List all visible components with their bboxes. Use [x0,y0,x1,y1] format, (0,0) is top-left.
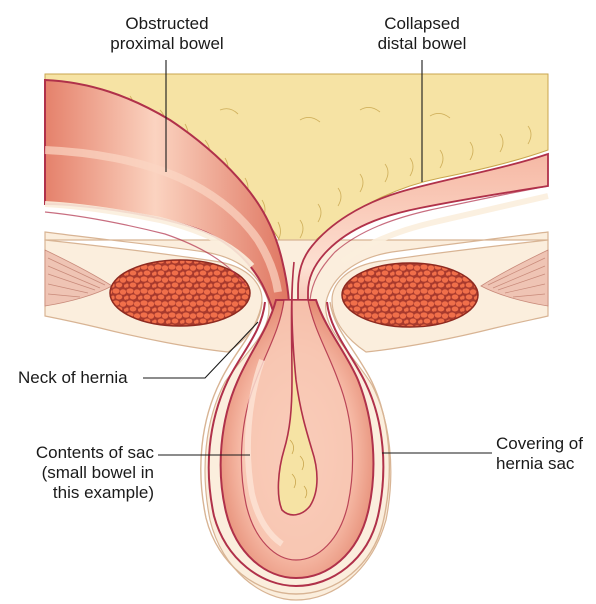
leader-neck [143,321,259,379]
label-obstructed-proximal-bowel: Obstructed proximal bowel [110,14,224,53]
hernia-sac-covering [200,301,391,595]
mesentery-in-sac [277,261,318,516]
leader-lines [143,60,492,456]
muscle-right [341,262,479,328]
muscle-left [109,259,251,327]
label-contents-of-sac: Contents of sac (small bowel in this exa… [35,443,154,502]
label-neck-of-hernia: Neck of hernia [18,368,128,387]
label-covering-of-hernia-sac: Covering of hernia sac [496,434,583,473]
label-collapsed-distal-bowel: Collapsed distal bowel [377,14,467,53]
